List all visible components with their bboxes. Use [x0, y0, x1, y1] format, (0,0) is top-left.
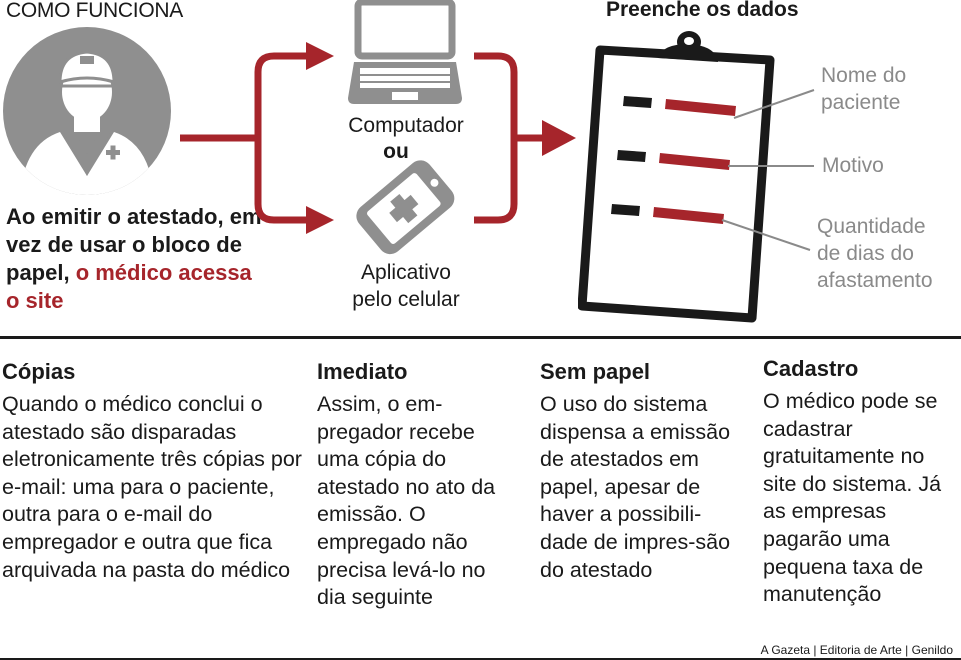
column-imediato: Imediato Assim, o em-pregador recebe uma… [317, 359, 513, 612]
form-line-days [611, 204, 724, 224]
field-name-label: Nome do paciente [821, 62, 906, 116]
section-title: COMO FUNCIONA [6, 0, 183, 22]
or-label: ou [383, 140, 409, 163]
intro-text: Ao emitir o atestado, em vez de usar o b… [6, 203, 266, 315]
column-body: O médico pode se cadastrar gratuitamente… [763, 389, 942, 607]
field-days-line3: afastamento [817, 269, 933, 292]
form-line-reason [617, 150, 730, 170]
computer-label: Computador [348, 114, 464, 137]
field-reason-label: Motivo [822, 154, 884, 177]
section-divider [0, 336, 961, 339]
smartphone-medical-icon [356, 160, 455, 255]
column-title: Imediato [317, 359, 408, 384]
intro-main-text: Ao emitir o atestado, em vez de usar o b… [6, 204, 262, 285]
column-sem-papel: Sem papel O uso do sistema dispensa a em… [540, 359, 746, 584]
clipboard-form-icon [578, 31, 775, 323]
column-body: O uso do sistema dispensa a emissão de a… [540, 392, 731, 582]
form-line-name [623, 96, 736, 116]
app-label: Aplicativo pelo celular [330, 259, 482, 313]
column-copias: Cópias Quando o médico conclui o atestad… [2, 359, 306, 584]
column-body: Assim, o em-pregador recebe uma cópia do… [317, 392, 496, 610]
column-body: Quando o médico conclui o atestado são d… [2, 392, 302, 582]
flow-arrows [180, 42, 576, 234]
clipboard-clip [658, 31, 718, 62]
leader-lines [721, 89, 815, 251]
field-days-label: Quantidade de dias do afastamento [817, 213, 933, 294]
doctor-avatar-icon [3, 27, 171, 195]
field-name-line1: Nome do [821, 64, 907, 87]
column-title: Cópias [2, 359, 76, 384]
column-title: Sem papel [540, 359, 651, 384]
intro-highlight-text: o médico acessa o site [6, 260, 252, 313]
laptop-icon [348, 0, 462, 104]
app-label-line1: Aplicativo [361, 261, 451, 284]
bottom-rule [0, 658, 961, 660]
form-title: Preenche os dados [606, 0, 799, 21]
field-name-line2: paciente [821, 91, 901, 114]
column-title: Cadastro [763, 356, 859, 381]
app-label-line2: pelo celular [352, 288, 460, 311]
field-days-line2: de dias do [817, 242, 914, 265]
column-cadastro: Cadastro O médico pode se cadastrar grat… [763, 356, 959, 609]
field-days-line1: Quantidade [817, 215, 926, 238]
credit-line: A Gazeta | Editoria de Arte | Genildo [760, 643, 953, 657]
